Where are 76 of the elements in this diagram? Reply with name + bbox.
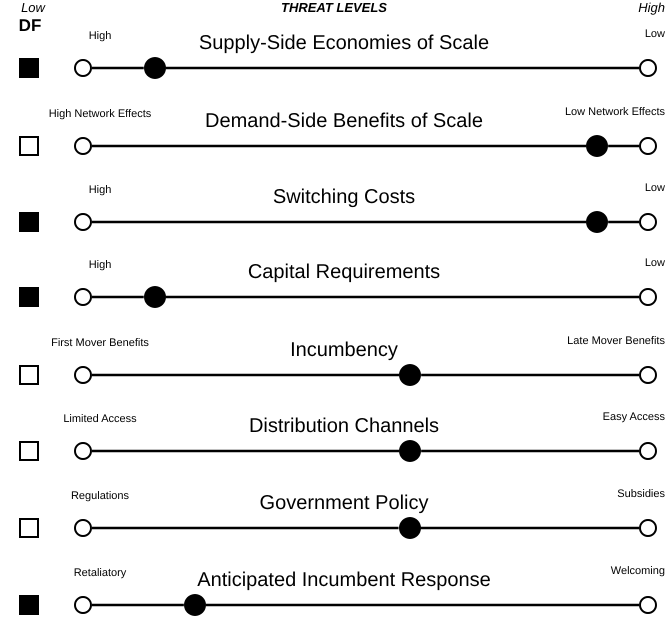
slider-knob: [144, 57, 166, 79]
scale-endpoint: [74, 59, 92, 77]
slider-knob: [144, 286, 166, 308]
scale-line: [92, 604, 184, 606]
scale-end-label: Low: [644, 28, 665, 40]
scale-endpoint: [639, 213, 657, 231]
scale-line: [420, 526, 639, 530]
scale-line: [206, 604, 639, 606]
scale-end-label: Low Network Effects: [564, 106, 665, 118]
slider-knob: [586, 211, 608, 233]
axis-label: Low: [21, 1, 45, 16]
scale-end-label: High Network Effects: [48, 108, 152, 120]
scale-endpoint: [74, 288, 92, 306]
scale-title: Supply-Side Economies of Scale: [198, 32, 490, 54]
scale-endpoint: [639, 519, 657, 537]
slider-knob: [399, 364, 422, 386]
scale-endpoint: [639, 366, 657, 384]
scale-end-label: Subsidies: [617, 488, 665, 500]
scale-endpoint: [639, 288, 657, 306]
scale-endpoint: [74, 519, 92, 537]
scale-end-label: Low: [644, 182, 665, 194]
scale-line: [92, 526, 399, 530]
checkbox: [19, 441, 39, 461]
scale-end-label: Easy Access: [602, 411, 665, 424]
checkbox: [19, 58, 39, 78]
scale-line: [166, 66, 639, 70]
scale-line: [92, 66, 144, 70]
axis-label: High: [638, 1, 665, 16]
scale-end-label: Retaliatory: [74, 567, 126, 580]
scale-end-label: High: [88, 259, 112, 272]
scale-endpoint: [74, 366, 92, 384]
scale-line: [92, 296, 144, 298]
checkbox: [19, 212, 39, 232]
scale-line: [421, 450, 639, 452]
scale-title: Demand-Side Benefits of Scale: [205, 110, 483, 132]
scale-endpoint: [74, 596, 92, 614]
chart-title: THREAT LEVELS: [281, 1, 387, 16]
scale-end-label: First Mover Benefits: [51, 337, 149, 350]
scale-endpoint: [74, 442, 92, 460]
slider-knob: [399, 440, 422, 462]
column-header: DF: [18, 17, 42, 36]
slider-knob: [184, 594, 206, 616]
slider-knob: [586, 135, 608, 157]
scale-end-label: High: [88, 30, 112, 42]
scale-line: [608, 220, 639, 224]
scale-line: [421, 374, 639, 376]
scale-line: [92, 144, 586, 148]
checkbox: [19, 595, 39, 615]
scale-line: [608, 144, 639, 148]
slider-knob: [398, 517, 421, 539]
scale-end-label: High: [88, 184, 112, 196]
checkbox: [19, 365, 39, 385]
scale-title: Switching Costs: [272, 186, 416, 208]
scale-end-label: Regulations: [70, 490, 130, 502]
scale-endpoint: [639, 596, 657, 614]
checkbox: [19, 287, 39, 307]
scale-endpoint: [74, 213, 92, 231]
checkbox: [19, 518, 39, 538]
scale-end-label: Welcoming: [610, 565, 665, 578]
checkbox: [19, 136, 39, 156]
scale-endpoint: [639, 442, 657, 460]
scale-endpoint: [74, 137, 92, 155]
scale-line: [92, 374, 400, 376]
scale-title: Incumbency: [290, 339, 398, 361]
scale-line: [166, 296, 639, 298]
scale-title: Distribution Channels: [248, 415, 440, 437]
scale-end-label: Limited Access: [63, 413, 137, 426]
scale-end-label: Late Mover Benefits: [567, 335, 665, 348]
scale-title: Anticipated Incumbent Response: [197, 569, 491, 591]
scale-title: Government Policy: [260, 492, 428, 514]
scale-endpoint: [639, 59, 657, 77]
scale-line: [92, 220, 586, 224]
scale-endpoint: [639, 137, 657, 155]
scale-end-label: Low: [644, 257, 665, 270]
scale-title: Capital Requirements: [248, 261, 440, 283]
scale-line: [92, 450, 400, 452]
